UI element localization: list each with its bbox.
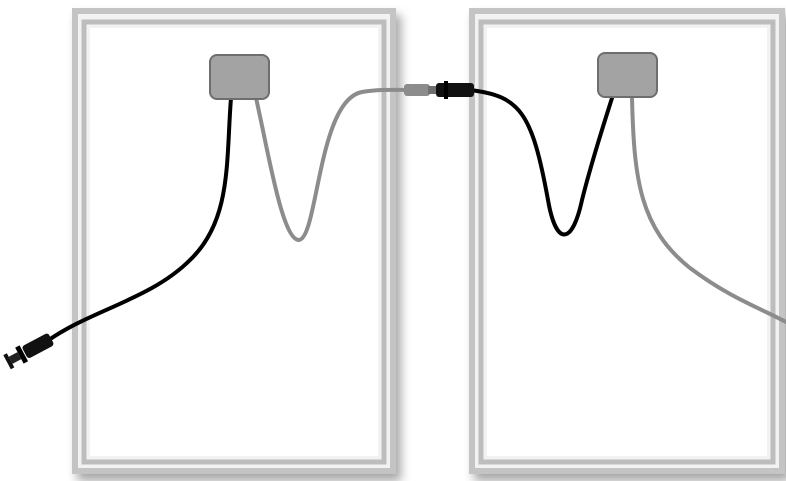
cable-right-positive: [630, 96, 786, 324]
cable-left-positive: [254, 87, 410, 243]
mc4-connector-series-male: [404, 84, 430, 96]
junction-box-left: [209, 54, 270, 100]
panel-left-rail: [81, 19, 387, 465]
mc4-connector-series-female: [436, 83, 474, 97]
cable-right-negative: [468, 88, 614, 237]
panel-right-surface: [487, 28, 767, 456]
mc4-connector-left-cap: [3, 353, 15, 370]
mc4-connector-series-female-ring: [444, 81, 448, 99]
mc4-connector-left-end: [3, 333, 54, 370]
mc4-connector-left-ring: [15, 345, 29, 364]
panel-right-rail: [478, 19, 776, 465]
mc4-series-connection: [404, 81, 474, 99]
solar-panel-right: [469, 8, 785, 474]
mc4-connector-left-pin: [8, 352, 22, 364]
cable-left-negative: [44, 96, 233, 344]
mc4-connector-left-body: [22, 333, 54, 358]
junction-box-right: [597, 52, 658, 98]
mc4-connector-series-male-tip: [428, 86, 436, 94]
